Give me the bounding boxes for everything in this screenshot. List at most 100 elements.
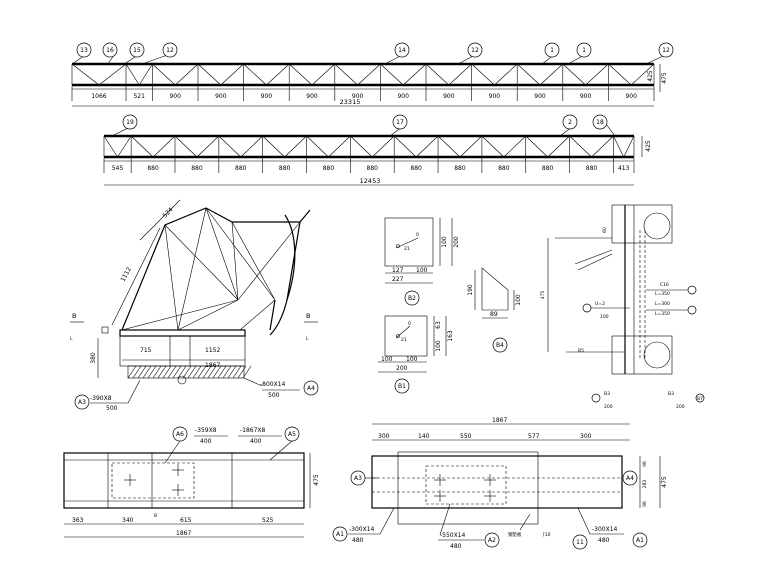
support-elevation: 524 1112 715 1152 1867 380 B L B L -800X…	[70, 199, 319, 412]
elevation-curved-rib	[269, 214, 296, 336]
truss-2-height: 425	[645, 140, 652, 152]
truss-diagonal	[494, 63, 518, 86]
plan-right-d4: 577	[528, 433, 540, 440]
plan-right-d1: 300	[378, 433, 390, 440]
segment-dim: 880	[410, 165, 422, 172]
plan-right-leader-a2	[439, 503, 451, 536]
section-dim-200-left: 200	[604, 404, 613, 410]
section-bottom-circle	[643, 341, 671, 369]
truss-diagonal	[585, 63, 609, 86]
hatch-line	[167, 365, 177, 379]
hatch-line	[197, 365, 207, 379]
truss-1-height-inner: 425	[647, 70, 654, 82]
plan-right-plate-1: -300X14	[349, 526, 375, 533]
section-mark-right: B	[306, 312, 310, 320]
plan-right-d2: 140	[418, 433, 430, 440]
tag-label: 18	[596, 119, 604, 126]
tag-label: 1	[550, 47, 554, 54]
truss-diagonal	[380, 63, 404, 86]
hatch-line	[152, 365, 162, 379]
truss-diagonal	[197, 63, 222, 86]
section-note-b3b: B3	[668, 391, 674, 397]
segment-dim: 521	[133, 93, 145, 100]
tag-label: 12	[662, 47, 670, 54]
segment-dim: 413	[618, 165, 630, 172]
b1-dim-100-v: 100	[435, 340, 442, 352]
hatch-line	[202, 365, 212, 379]
truss-diagonal	[503, 135, 526, 158]
section-mark-left: B	[72, 312, 76, 320]
section-bubble-left	[582, 303, 592, 313]
plan-left: A6 -359X8 400 -1867X8 400 A5 475 363 340…	[63, 426, 320, 538]
b2-dim-100: 100	[441, 236, 448, 248]
segment-dim: 900	[489, 93, 501, 100]
hatch-line	[187, 365, 197, 379]
b1-plate	[384, 315, 428, 357]
plan-right-leader-pad	[519, 513, 531, 531]
plan-right: 1867 300 140 550 577 300 96 283 96 475 A…	[332, 417, 668, 550]
elevation-dim-715: 715	[140, 347, 152, 354]
truss-diagonal	[328, 135, 351, 158]
plan-right-rd1: 96	[642, 461, 648, 467]
plan-right-rd4: 475	[661, 476, 668, 488]
tag-bubble-a1-right	[632, 532, 648, 548]
truss-diagonal	[334, 63, 358, 86]
b1-dim-63: 63	[435, 321, 442, 329]
b2-dim-100-b: 100	[416, 267, 428, 274]
tag-bubble	[394, 42, 410, 58]
b2-dim-227: 227	[392, 276, 404, 283]
truss-diagonal	[525, 135, 548, 158]
a4-leader	[243, 377, 263, 387]
segment-dim: 900	[625, 93, 637, 100]
detail-b4: 190 100 89 B4	[467, 267, 522, 353]
truss-2-total: 12453	[360, 177, 381, 185]
tag-bubble-b4	[492, 337, 508, 353]
plan-right-plate-3: -300X14	[592, 526, 618, 533]
elevation-right-member	[269, 209, 311, 331]
hatch-line	[137, 365, 147, 379]
truss-diagonal	[448, 63, 472, 86]
hatch-line	[182, 365, 192, 379]
truss-diagonal	[103, 135, 118, 158]
section-brace-2	[577, 253, 613, 271]
b4-plate	[481, 267, 509, 311]
segment-dim: 900	[306, 93, 318, 100]
b1-arrow	[395, 325, 411, 339]
section-note-l300: L=300	[655, 301, 670, 307]
segment-dim: 880	[323, 165, 335, 172]
elevation-centre-mark	[177, 375, 187, 385]
tag-a3-label: A3	[78, 399, 86, 406]
hatch-line	[242, 365, 252, 379]
tag-leader	[605, 123, 616, 137]
tag-label: 12	[166, 47, 174, 54]
truss-diagonal	[240, 135, 263, 158]
detail-b1: 21 0 63 100 163 100 100 200 B1	[378, 315, 454, 394]
truss-diagonal	[125, 63, 140, 86]
tag-label: 13	[80, 47, 88, 54]
section-mark-left-sub: L	[70, 336, 73, 342]
tag-label: 16	[106, 47, 114, 54]
truss-diagonal	[562, 63, 586, 86]
section-note-u2: U=2	[595, 301, 605, 307]
hatch-line	[142, 365, 152, 379]
section-dim-100: 100	[600, 314, 609, 320]
plate-800x14: -800X14	[260, 381, 286, 388]
segment-dim: 880	[191, 165, 203, 172]
tag-bubble	[76, 42, 92, 58]
hatch-line	[192, 365, 202, 379]
section-bubble-b3	[591, 393, 601, 403]
truss-diagonal	[547, 135, 570, 158]
truss-diagonal	[372, 135, 395, 158]
plan-right-note-channel: [10	[543, 532, 551, 538]
truss-diagonal	[311, 63, 336, 86]
b1-dim-163: 163	[447, 330, 454, 342]
tag-bubble	[592, 114, 608, 130]
hatch-line	[127, 365, 137, 379]
section-bubble	[687, 305, 697, 315]
b2-dim-127: 127	[392, 267, 404, 274]
segment-dim: 900	[443, 93, 455, 100]
hatch-line	[232, 365, 242, 379]
b2-label: B2	[408, 295, 416, 302]
